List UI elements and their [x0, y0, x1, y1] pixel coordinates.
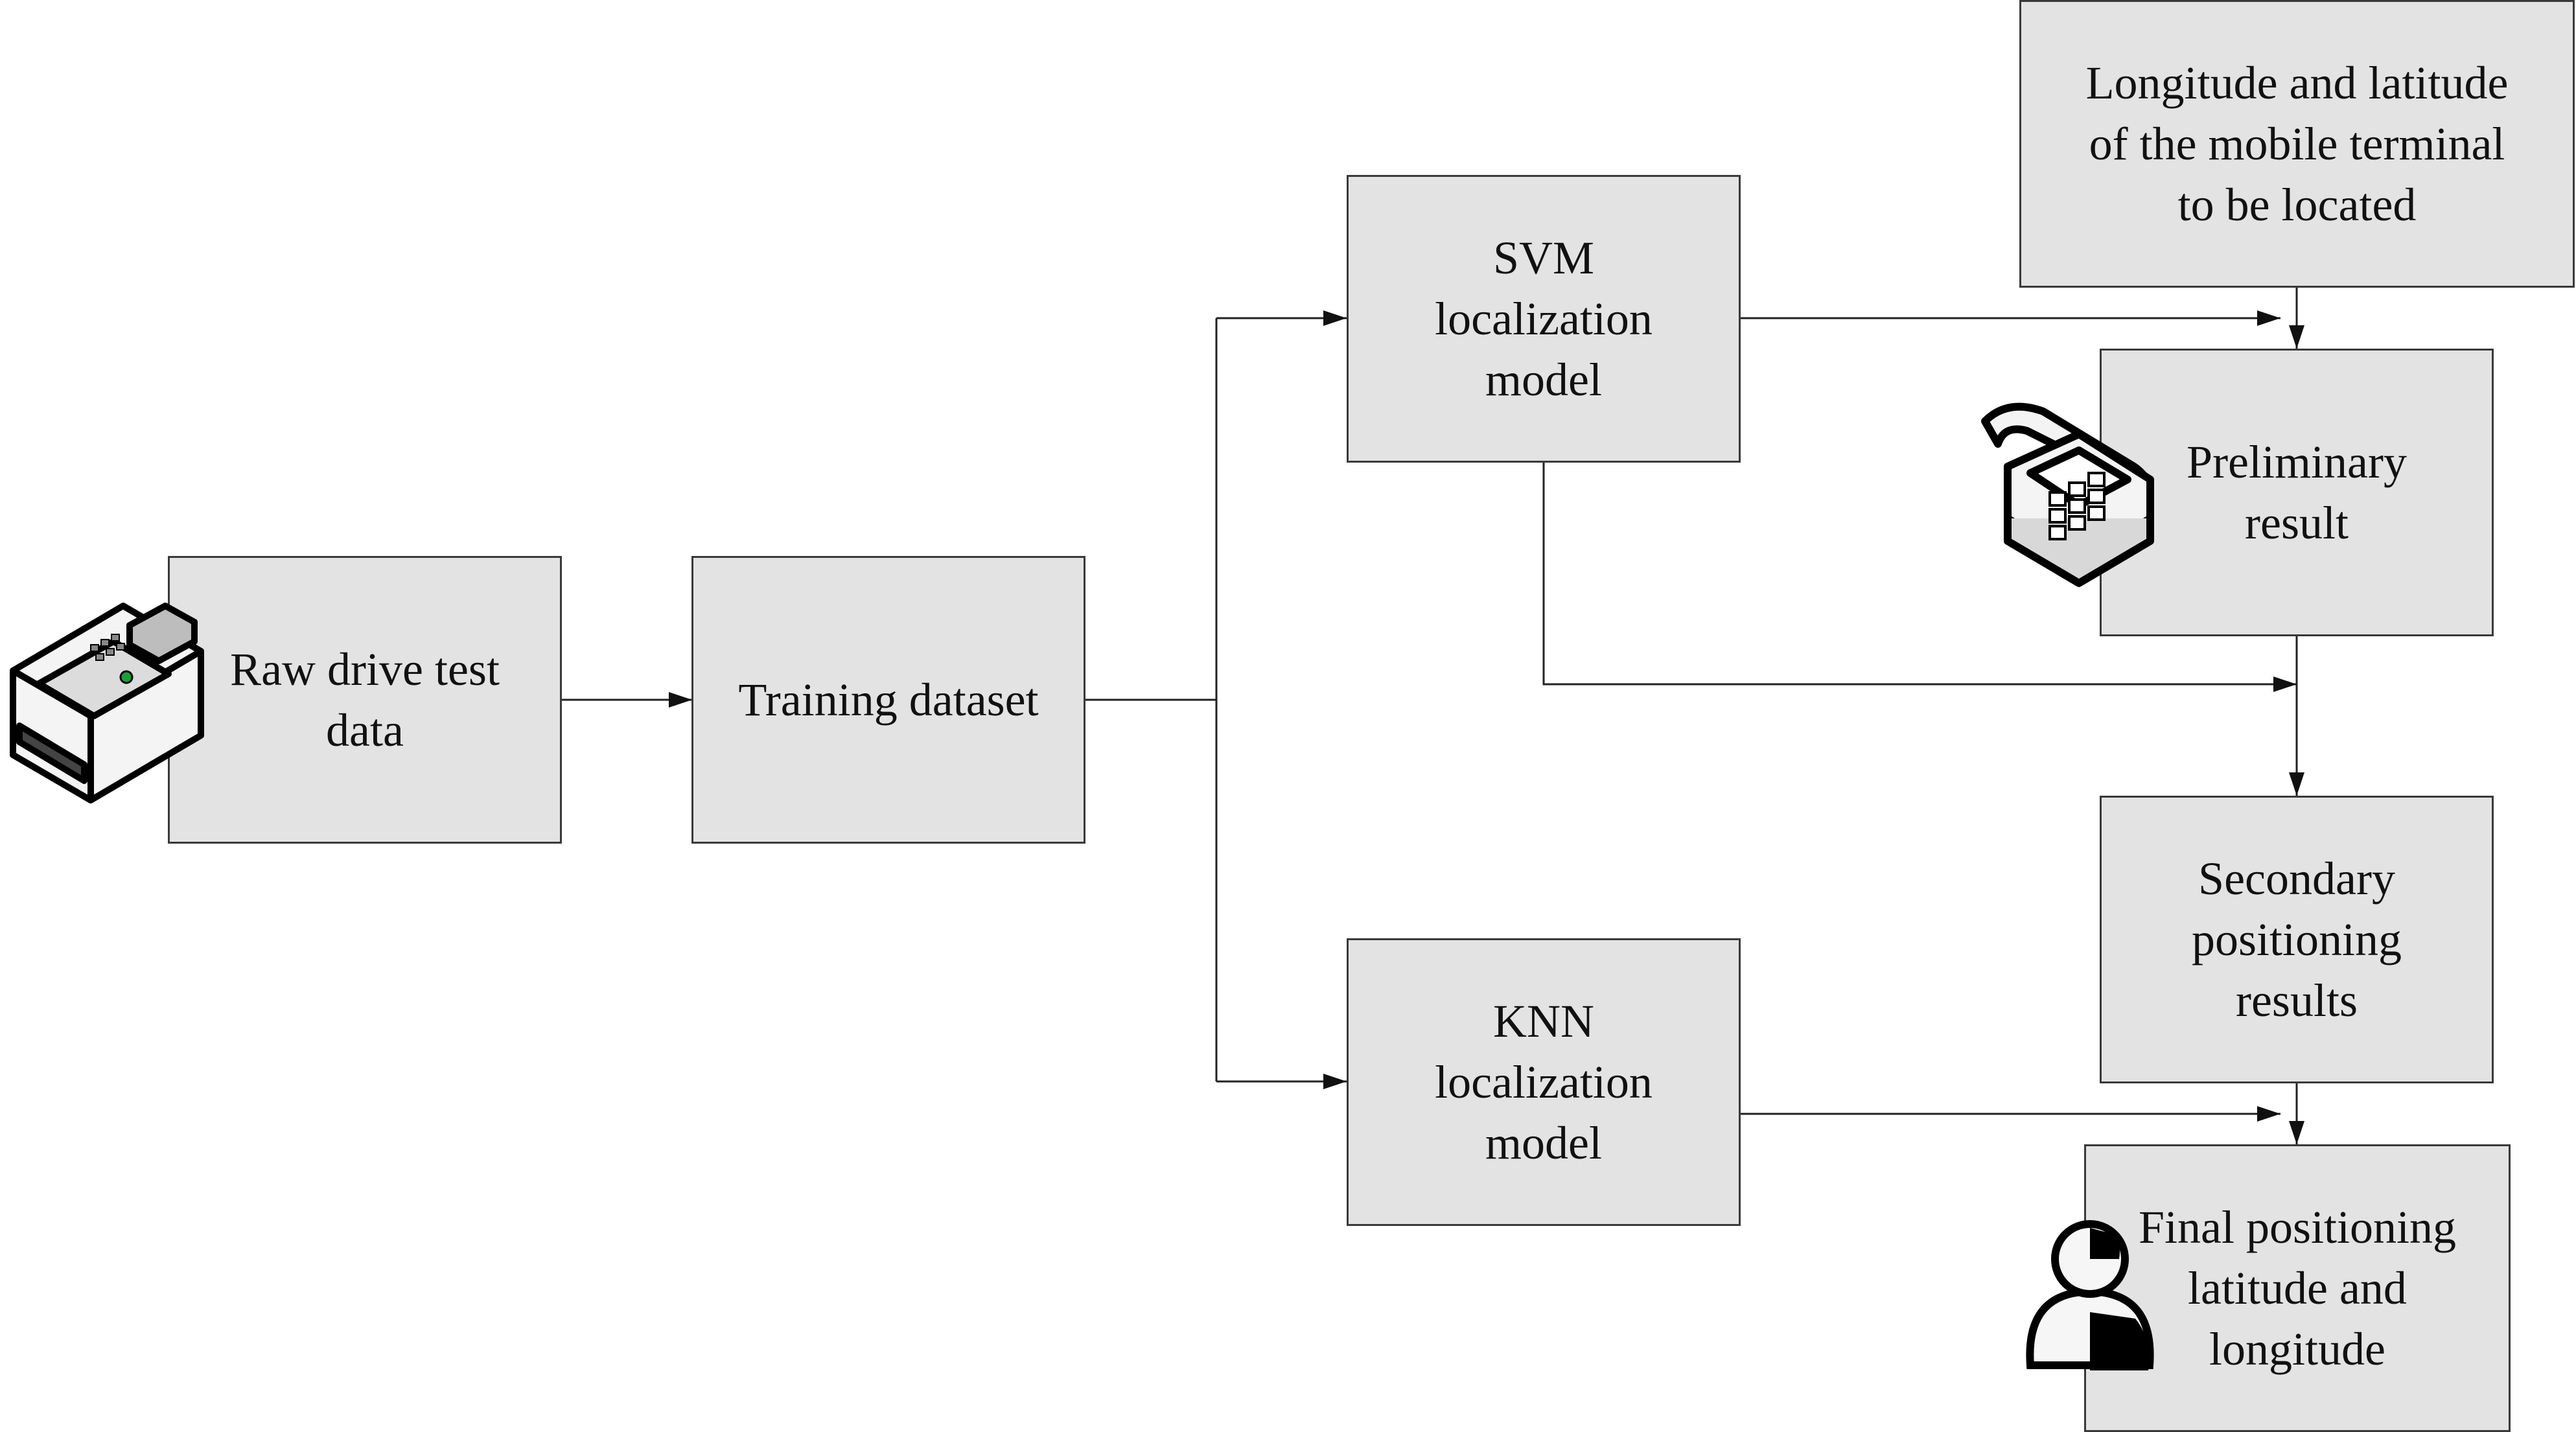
- secondary-results-box: Secondary positioning results: [2100, 796, 2494, 1083]
- branch-line: [1085, 318, 1218, 1081]
- svm-model-box: SVM localization model: [1347, 175, 1741, 463]
- svm-down-line: [1542, 463, 2297, 686]
- knn-model-box: KNN localization model: [1347, 938, 1741, 1226]
- final-result-box: Final positioning latitude and longitude: [2084, 1144, 2511, 1432]
- fax-machine-icon: [10, 603, 204, 803]
- training-dataset-box: Training dataset: [691, 556, 1085, 844]
- lonlat-box: Longitude and latitude of the mobile ter…: [2019, 0, 2575, 288]
- user-icon: [2026, 1220, 2154, 1370]
- telephone-icon: [1981, 402, 2154, 587]
- preliminary-result-box: Preliminary result: [2100, 349, 2494, 636]
- raw-data-box: Raw drive test data: [168, 556, 562, 844]
